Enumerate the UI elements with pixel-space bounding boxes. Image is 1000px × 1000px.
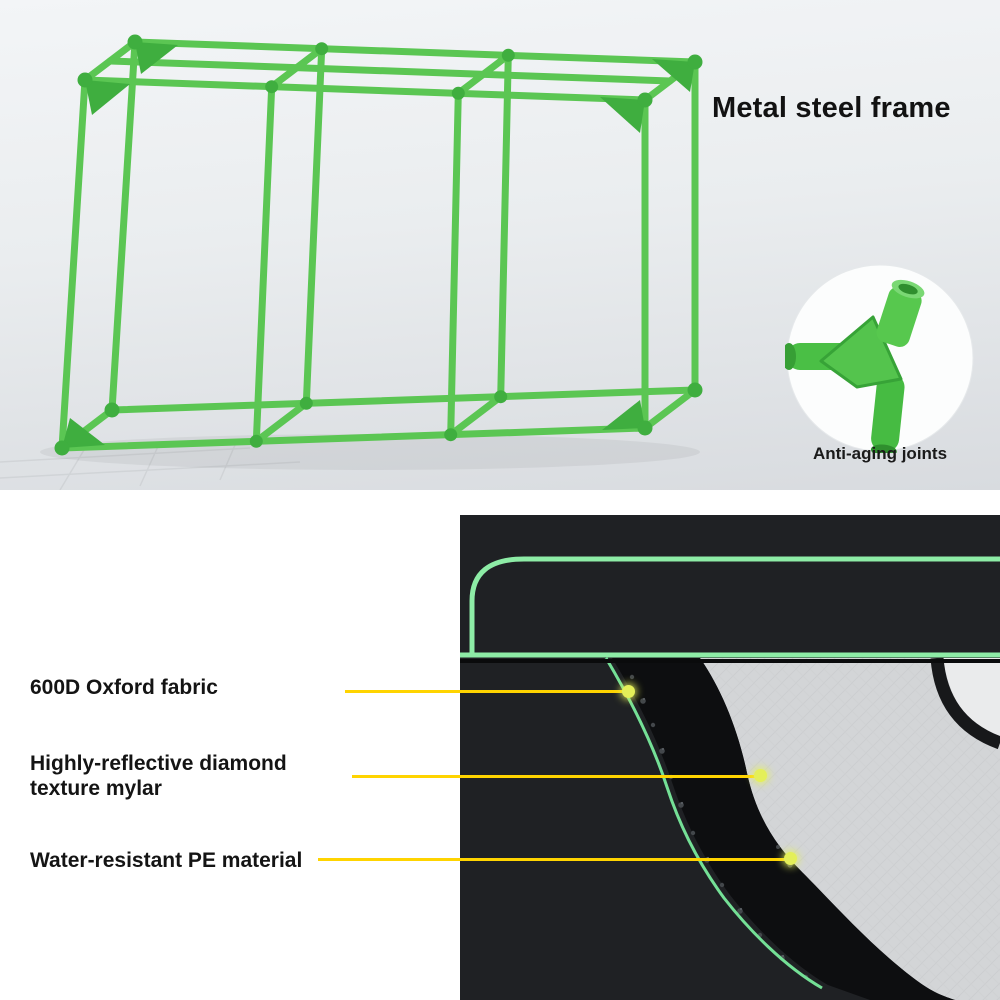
feature-label-oxford: 600D Oxford fabric [30, 676, 218, 699]
frame-section: Metal steel frame [0, 0, 1000, 490]
callout-dot-oxford [622, 685, 635, 698]
leader-line-oxford [345, 690, 628, 693]
frame-title: Metal steel frame [712, 92, 951, 124]
floor-grid [0, 439, 301, 490]
fabric-section: 600D Oxford fabric Highly-reflective dia… [0, 490, 1000, 1000]
upper-green-trim [469, 556, 1000, 656]
leader-line-mylar [352, 775, 760, 778]
feature-label-pe: Water-resistant PE material [30, 849, 303, 872]
frame-tubes [58, 38, 699, 452]
steel-frame-illustration [0, 34, 703, 490]
pe-layer [612, 658, 955, 1000]
joint-closeup [785, 279, 925, 453]
leader-line-pe [318, 858, 790, 861]
callout-dot-mylar [754, 769, 767, 782]
feature-label-mylar: Highly-reflective diamond texture mylar [30, 752, 287, 800]
callout-dot-pe [784, 852, 797, 865]
joint-inset-illustration [785, 264, 974, 453]
fabric-closeup-illustration [460, 515, 1000, 1000]
outer-corner-band [930, 657, 1000, 750]
joint-inset-caption: Anti-aging joints [812, 444, 948, 463]
outer-shell-highlight [943, 658, 1000, 740]
green-seam-curve [604, 657, 823, 990]
frame-joints [54, 34, 703, 456]
mylar-diamond-texture [700, 658, 1000, 1000]
